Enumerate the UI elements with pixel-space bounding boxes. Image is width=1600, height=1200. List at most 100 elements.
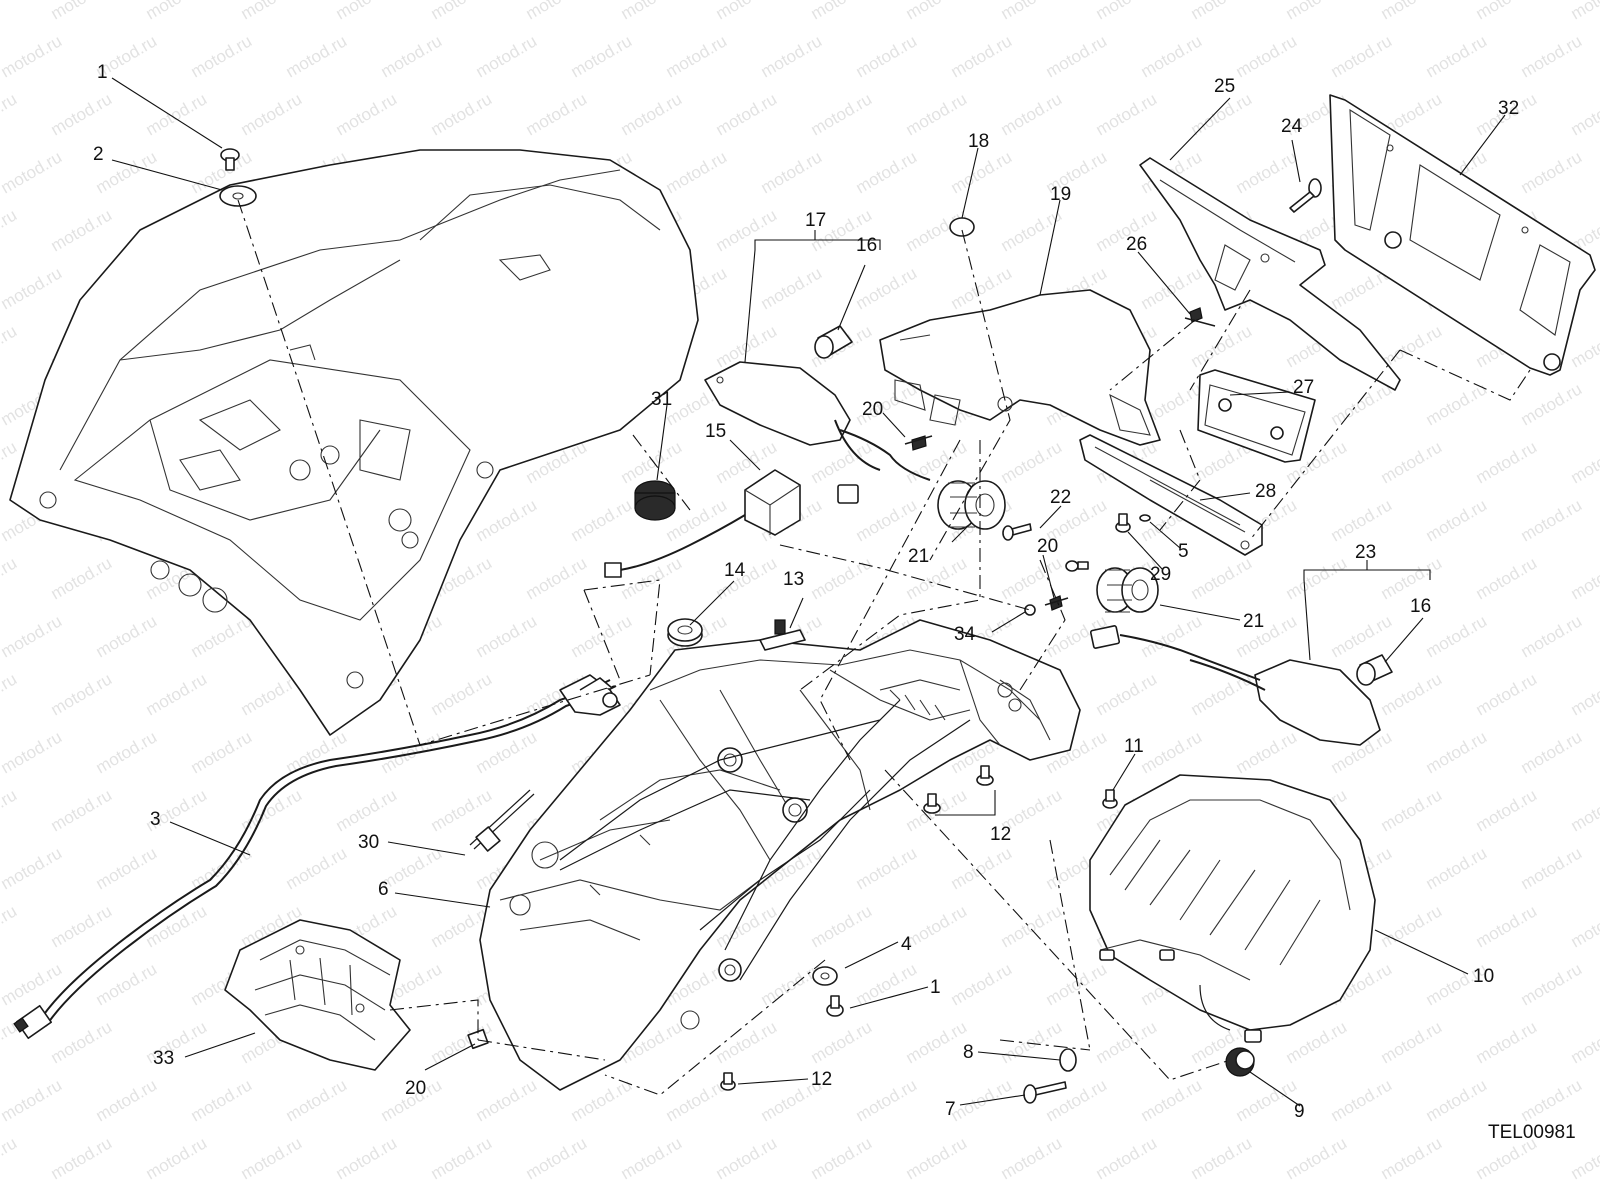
watermark-text: motod.ru xyxy=(333,0,401,23)
watermark-text: motod.ru xyxy=(1378,1017,1446,1067)
watermark-text: motod.ru xyxy=(948,31,1016,81)
watermark-text: motod.ru xyxy=(1518,31,1586,81)
watermark-text: motod.ru xyxy=(1473,669,1541,719)
watermark-text: motod.ru xyxy=(1568,321,1600,371)
watermark-text: motod.ru xyxy=(998,89,1066,139)
watermark-text: motod.ru xyxy=(568,495,636,545)
watermark-text: motod.ru xyxy=(48,669,116,719)
watermark-text: motod.ru xyxy=(428,785,496,835)
callout-8: 8 xyxy=(963,1042,974,1063)
watermark-text: motod.ru xyxy=(1423,1075,1491,1125)
plate-bracket-part-25 xyxy=(1139,157,1401,391)
callout-23: 23 xyxy=(1355,542,1376,563)
watermark-text: motod.ru xyxy=(1473,437,1541,487)
watermark-text: motod.ru xyxy=(1093,1017,1161,1067)
screw-part-29 xyxy=(1115,513,1131,533)
watermark-text: motod.ru xyxy=(48,205,116,255)
watermark-text: motod.ru xyxy=(188,1075,256,1125)
watermark-text: motod.ru xyxy=(1283,1133,1351,1183)
washer-part-2 xyxy=(219,185,257,207)
watermark-text: motod.ru xyxy=(1568,901,1600,951)
watermark-text: motod.ru xyxy=(1328,495,1396,545)
clip-part-13 xyxy=(759,619,806,651)
watermark-text: motod.ru xyxy=(853,31,921,81)
watermark-text: motod.ru xyxy=(0,553,20,603)
watermark-text: motod.ru xyxy=(808,1133,876,1183)
watermark-text: motod.ru xyxy=(1043,1075,1111,1125)
watermark-text: motod.ru xyxy=(1093,1133,1161,1183)
watermark-text: motod.ru xyxy=(998,0,1066,23)
callout-13: 13 xyxy=(783,569,804,590)
callout-6: 6 xyxy=(378,879,389,900)
watermark-text: motod.ru xyxy=(1568,553,1600,603)
cover-part-19 xyxy=(879,289,1161,446)
watermark-text: motod.ru xyxy=(143,1133,211,1183)
watermark-text: motod.ru xyxy=(378,31,446,81)
watermark-text: motod.ru xyxy=(523,1133,591,1183)
watermark-text: motod.ru xyxy=(1378,901,1446,951)
watermark-text: motod.ru xyxy=(903,1133,971,1183)
watermark-text: motod.ru xyxy=(0,31,65,81)
watermark-text: motod.ru xyxy=(618,89,686,139)
watermark-text: motod.ru xyxy=(1378,437,1446,487)
watermark-text: motod.ru xyxy=(283,1075,351,1125)
watermark-text: motod.ru xyxy=(0,0,20,23)
watermark-text: motod.ru xyxy=(808,89,876,139)
watermark-text: motod.ru xyxy=(1518,727,1586,777)
watermark-text: motod.ru xyxy=(0,843,65,893)
cap-part-18 xyxy=(949,217,975,237)
watermark-text: motod.ru xyxy=(238,89,306,139)
watermark-text: motod.ru xyxy=(758,959,826,1009)
watermark-text: motod.ru xyxy=(48,553,116,603)
bulb-part-16-right xyxy=(1356,654,1393,686)
watermark-text: motod.ru xyxy=(1093,89,1161,139)
callout-10: 10 xyxy=(1473,966,1494,987)
watermark-text: motod.ru xyxy=(808,1017,876,1067)
watermark-text: motod.ru xyxy=(333,89,401,139)
watermark-text: motod.ru xyxy=(1423,843,1491,893)
watermark-text: motod.ru xyxy=(93,727,161,777)
watermark-text: motod.ru xyxy=(1518,147,1586,197)
turn-signal-left-part-17 xyxy=(704,361,931,504)
watermark-text: motod.ru xyxy=(1283,1017,1351,1067)
leader-lines xyxy=(111,77,1506,1107)
watermark-text: motod.ru xyxy=(1043,959,1111,1009)
turn-signal-right-part-23 xyxy=(1089,625,1381,746)
watermark-text: motod.ru xyxy=(473,1075,541,1125)
watermark-text: motod.ru xyxy=(0,89,20,139)
watermark-text: motod.ru xyxy=(0,669,20,719)
callout-4: 4 xyxy=(901,934,912,955)
watermark-text: motod.ru xyxy=(473,727,541,777)
wiring-harness-part-3 xyxy=(13,674,621,1040)
watermark-text: motod.ru xyxy=(998,901,1066,951)
watermark-text: motod.ru xyxy=(663,147,731,197)
watermark-text: motod.ru xyxy=(1518,611,1586,661)
screw-part-11 xyxy=(1102,789,1118,809)
fender-body-part-6 xyxy=(479,619,1081,1091)
watermark-text: motod.ru xyxy=(428,1133,496,1183)
callout-30: 30 xyxy=(358,832,379,853)
screw-part-7 xyxy=(1023,1081,1067,1104)
watermark-text: motod.ru xyxy=(808,553,876,603)
washer-part-4 xyxy=(812,966,838,986)
connector-part-9 xyxy=(1225,1047,1255,1077)
clip-part-20-upper xyxy=(904,435,933,451)
watermark-text: motod.ru xyxy=(1233,727,1301,777)
watermark-text: motod.ru xyxy=(808,901,876,951)
cable-tie-part-30 xyxy=(469,789,535,852)
watermark-text: motod.ru xyxy=(523,89,591,139)
watermark-text: motod.ru xyxy=(473,611,541,661)
watermark-text: motod.ru xyxy=(378,727,446,777)
watermark-text: motod.ru xyxy=(93,1075,161,1125)
watermark-text: motod.ru xyxy=(283,843,351,893)
watermark-text: motod.ru xyxy=(1518,959,1586,1009)
watermark-text: motod.ru xyxy=(93,611,161,661)
watermark-text: motod.ru xyxy=(48,1017,116,1067)
watermark-text: motod.ru xyxy=(1378,785,1446,835)
watermark-text: motod.ru xyxy=(1473,553,1541,603)
watermark-text: motod.ru xyxy=(998,205,1066,255)
callout-19: 19 xyxy=(1050,184,1071,205)
watermark-text: motod.ru xyxy=(998,1133,1066,1183)
watermark-text: motod.ru xyxy=(0,785,20,835)
watermark-text: motod.ru xyxy=(0,205,20,255)
